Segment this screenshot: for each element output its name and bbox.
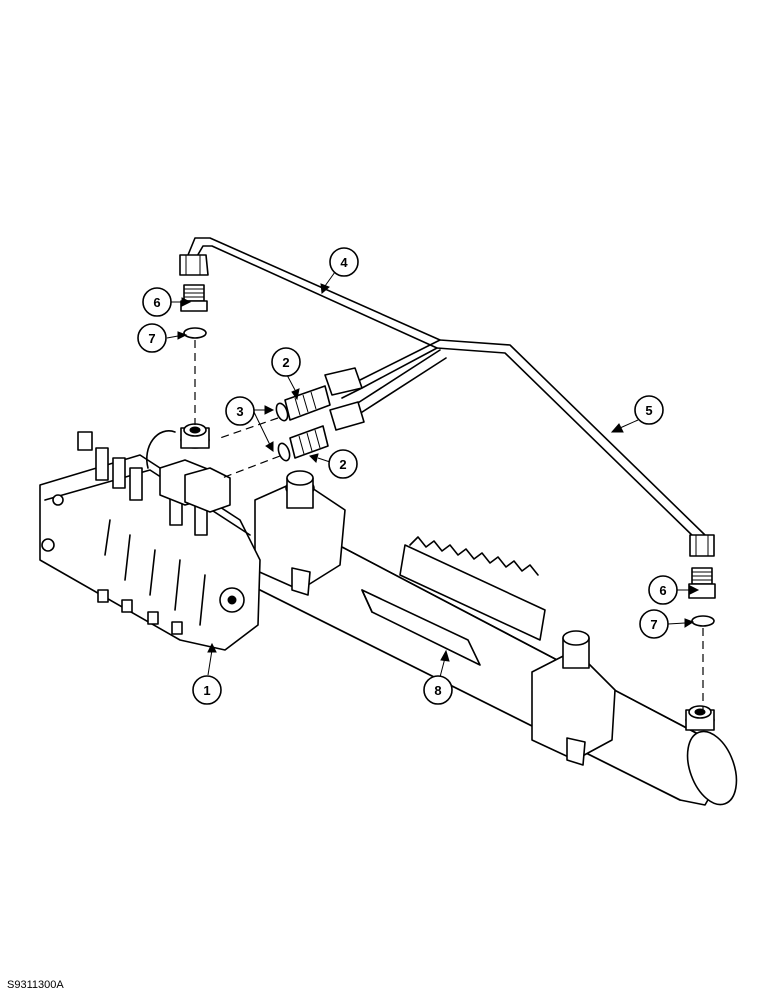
callout-1: 1 xyxy=(192,675,222,705)
o-ring-7-lower xyxy=(691,615,715,627)
assembly-lines xyxy=(194,340,704,710)
callout-7-lower: 7 xyxy=(639,609,669,639)
callout-4-label: 4 xyxy=(340,255,348,270)
callout-8-label: 8 xyxy=(434,683,441,698)
callout-1-label: 1 xyxy=(203,683,210,698)
figure-code: S9311300A xyxy=(7,979,64,991)
callout-5: 5 xyxy=(634,395,664,425)
callout-4: 4 xyxy=(329,247,359,277)
callout-6-upper-label: 6 xyxy=(153,295,160,310)
callout-6-lower-label: 6 xyxy=(659,583,666,598)
callout-2-upper-label: 2 xyxy=(282,355,289,370)
adapter-6-lower xyxy=(688,567,716,599)
callout-5-label: 5 xyxy=(645,403,652,418)
o-ring-3-lower xyxy=(277,442,291,462)
tube-5 xyxy=(349,349,447,417)
callout-8: 8 xyxy=(423,675,453,705)
tube-nuts xyxy=(179,254,715,557)
adapter-2-upper xyxy=(284,385,331,421)
o-ring-7-upper xyxy=(183,327,207,339)
leader-lines xyxy=(166,271,700,678)
callout-7-upper-label: 7 xyxy=(148,331,155,346)
o-ring-3-upper xyxy=(275,402,289,422)
callout-2-lower: 2 xyxy=(328,449,358,479)
callout-7-lower-label: 7 xyxy=(650,617,657,632)
control-valve xyxy=(39,430,261,651)
callout-2-lower-label: 2 xyxy=(339,457,346,472)
callout-6-upper: 6 xyxy=(142,287,172,317)
callout-3: 3 xyxy=(225,396,255,426)
callout-6-lower: 6 xyxy=(648,575,678,605)
callout-7-upper: 7 xyxy=(137,323,167,353)
callout-2-upper: 2 xyxy=(271,347,301,377)
adapter-6-upper xyxy=(180,284,208,312)
adapter-2-lower xyxy=(289,425,329,459)
callout-3-label: 3 xyxy=(236,404,243,419)
steering-cylinder xyxy=(180,423,738,806)
